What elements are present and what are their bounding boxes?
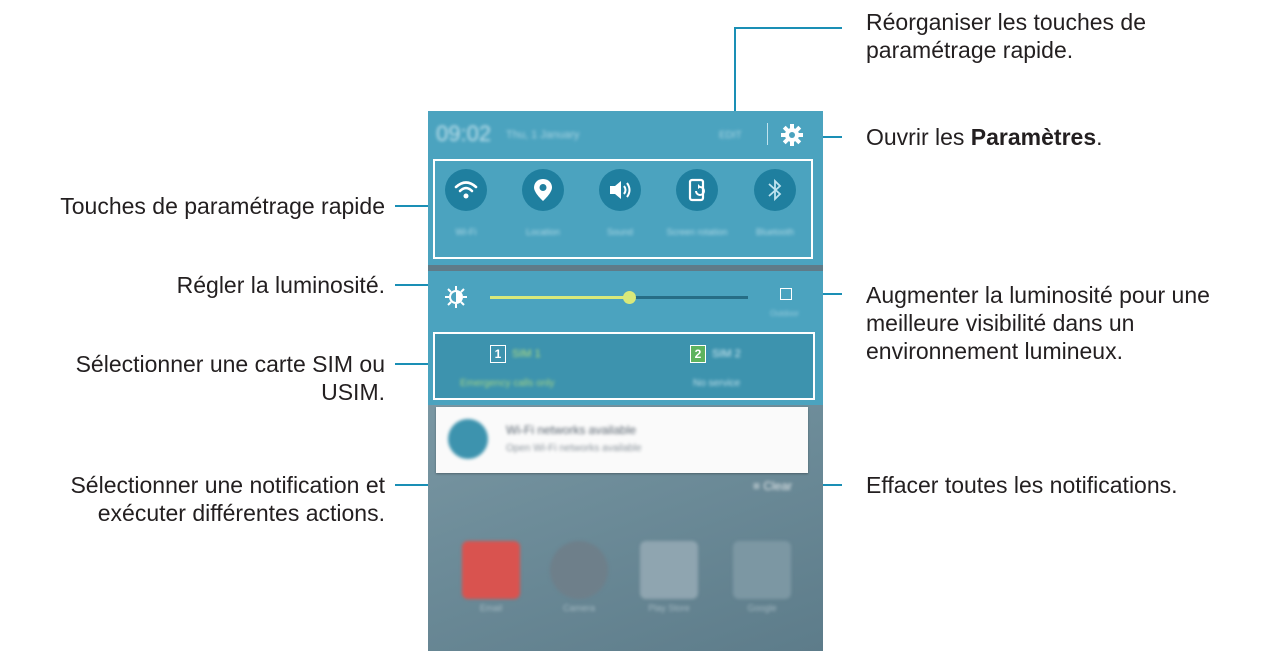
- callout-settings: Ouvrir les Paramètres.: [866, 123, 1103, 151]
- brightness-panel: Outdoor: [428, 271, 823, 329]
- callout-clear-all: Effacer toutes les notifications.: [866, 472, 1178, 498]
- bluetooth-icon: [768, 178, 782, 202]
- clear-button[interactable]: ≡ Clear: [753, 479, 793, 493]
- quick-settings-panel: Wi-Fi Location Sound Screen rotation Blu…: [428, 157, 823, 265]
- clock: 09:02: [436, 121, 492, 146]
- notification-card[interactable]: Wi-Fi networks available Open Wi-Fi netw…: [436, 407, 808, 473]
- quick-setting-screen-rotation[interactable]: [676, 169, 718, 211]
- callout-sim-line2: USIM.: [321, 379, 385, 405]
- sim1-name: SIM 1: [512, 348, 541, 360]
- sim1-badge[interactable]: 1: [490, 345, 506, 363]
- google-folder-icon[interactable]: [733, 541, 791, 599]
- callout-sim: Sélectionner une carte SIM ou USIM.: [76, 350, 385, 406]
- sim1-status: Emergency calls only: [460, 378, 555, 389]
- line-reorganize: [734, 27, 842, 122]
- clear-label: Clear: [763, 479, 793, 493]
- quick-setting-label-wifi: Wi-Fi: [455, 227, 477, 237]
- app-label-play-store: Play Store: [648, 603, 690, 613]
- date: Thu, 1 January: [506, 129, 580, 141]
- callout-settings-prefix: Ouvrir les: [866, 124, 971, 150]
- divider: [767, 123, 768, 145]
- notification-subtitle: Open Wi-Fi networks available: [506, 443, 642, 454]
- callout-outdoor-line3: environnement lumineux.: [866, 338, 1123, 364]
- callout-notification-line2: exécuter différentes actions.: [97, 500, 385, 526]
- app-label-camera: Camera: [562, 603, 595, 613]
- brightness-fill: [490, 296, 630, 299]
- callout-outdoor-line2: meilleure visibilité dans un: [866, 310, 1135, 336]
- sim2-badge[interactable]: 2: [690, 345, 706, 363]
- callout-outdoor: Augmenter la luminosité pour une meilleu…: [866, 281, 1210, 365]
- outdoor-checkbox[interactable]: [780, 288, 792, 300]
- wifi-icon: [454, 181, 478, 199]
- email-icon[interactable]: [462, 541, 520, 599]
- quick-setting-label-location: Location: [525, 227, 561, 237]
- outdoor-label: Outdoor: [770, 309, 799, 318]
- edit-button[interactable]: EDIT: [719, 130, 742, 141]
- sound-icon: [610, 181, 631, 199]
- callout-notification-line1: Sélectionner une notification et: [70, 472, 385, 498]
- gear-icon[interactable]: [780, 123, 804, 147]
- notification-title: Wi-Fi networks available: [506, 423, 637, 437]
- quick-setting-wifi[interactable]: [445, 169, 487, 211]
- callout-reorganize-line2: paramétrage rapide.: [866, 37, 1074, 63]
- quick-setting-label-rotation: Screen rotation: [666, 227, 728, 237]
- callout-sim-line1: Sélectionner une carte SIM ou: [75, 351, 385, 377]
- quick-setting-label-bluetooth: Bluetooth: [755, 227, 795, 237]
- callout-outdoor-line1: Augmenter la luminosité pour une: [866, 282, 1210, 308]
- app-label-google: Google: [747, 603, 777, 613]
- brightness-icon: [445, 286, 467, 308]
- wifi-notification-icon: [448, 419, 488, 459]
- quick-setting-bluetooth[interactable]: [754, 169, 796, 211]
- quick-setting-location[interactable]: [522, 169, 564, 211]
- callout-brightness: Régler la luminosité.: [176, 272, 385, 298]
- quick-setting-sound[interactable]: [599, 169, 641, 211]
- screen-rotation-icon: [688, 178, 705, 202]
- sim2-status: No service: [693, 378, 741, 389]
- callout-reorganize: Réorganiser les touches de paramétrage r…: [866, 8, 1146, 64]
- sim-panel: 1 SIM 1 Emergency calls only 2 SIM 2 No …: [428, 329, 823, 405]
- app-label-email: Email: [479, 603, 503, 613]
- sim2-name: SIM 2: [712, 348, 741, 360]
- status-bar: 09:02 Thu, 1 January EDIT: [428, 111, 823, 157]
- quick-setting-label-sound: Sound: [606, 227, 634, 237]
- callout-reorganize-line1: Réorganiser les touches de: [866, 9, 1146, 35]
- callout-settings-suffix: .: [1096, 124, 1103, 150]
- camera-icon[interactable]: [550, 541, 608, 599]
- location-icon: [534, 179, 552, 201]
- quick-settings-frame: [433, 159, 813, 259]
- play-store-icon[interactable]: [640, 541, 698, 599]
- sim-frame: 1 SIM 1 Emergency calls only 2 SIM 2 No …: [433, 332, 815, 400]
- brightness-slider[interactable]: [622, 291, 636, 304]
- callout-notification: Sélectionner une notification et exécute…: [70, 471, 385, 527]
- callout-quick-settings: Touches de paramétrage rapide: [60, 193, 385, 219]
- phone-screen: 09:02 Thu, 1 January EDIT: [428, 111, 823, 651]
- callout-settings-bold: Paramètres: [970, 124, 1097, 150]
